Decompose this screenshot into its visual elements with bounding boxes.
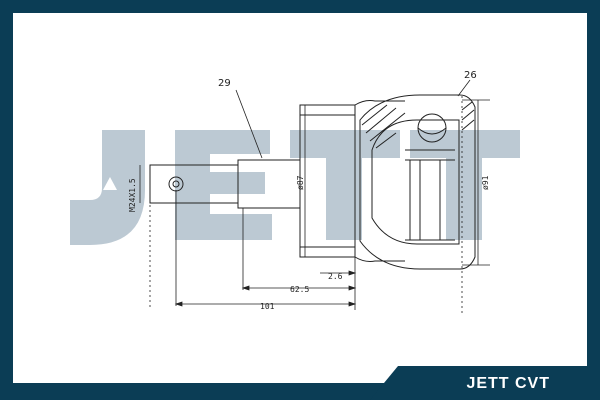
dim-62-5: 62.5 bbox=[290, 285, 309, 294]
brand-tab bbox=[370, 366, 600, 400]
dim-housing-dia: ø91 bbox=[481, 175, 490, 190]
callout-housing: 26 bbox=[464, 70, 477, 81]
dim-thread: M24X1.5 bbox=[128, 178, 137, 212]
dim-2-6: 2.6 bbox=[328, 272, 343, 281]
watermark-accent bbox=[83, 173, 117, 190]
dim-101: 101 bbox=[260, 302, 275, 311]
callout-shaft: 29 bbox=[218, 78, 231, 89]
dim-shaft-dia: ø87 bbox=[296, 175, 305, 190]
part-outline bbox=[149, 94, 476, 270]
dimension-lines bbox=[139, 79, 490, 315]
watermark bbox=[70, 130, 520, 245]
brand-label: JETT CVT bbox=[466, 375, 550, 392]
